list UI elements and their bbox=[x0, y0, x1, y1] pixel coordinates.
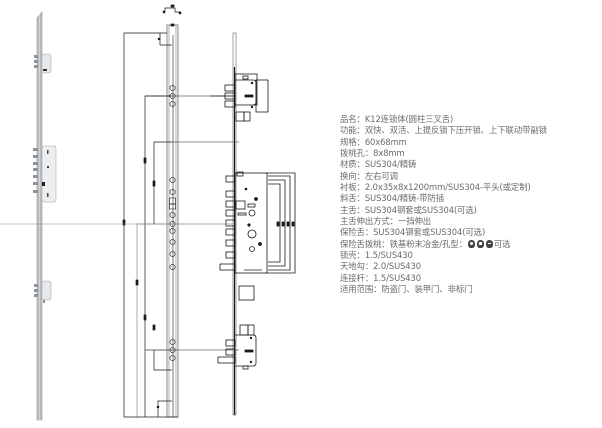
spec-row-deadbolt-cam: 保险舌拨桃：铁基粉末冶金/孔型：可选 bbox=[340, 238, 511, 249]
spec-row-handing: 换向：左右可调 bbox=[340, 170, 398, 181]
side-bottom-lock bbox=[217, 324, 257, 370]
spec-row-spindle-hole: 拨桃孔：8x8mm bbox=[340, 148, 405, 159]
faceplate-holes bbox=[169, 85, 176, 361]
spec-list: 品名：K12连锁体(圆柱三叉舌) 功能：双快、双活、上提反锁下压开锁、上下联动带… bbox=[340, 114, 547, 296]
side-view-drawing bbox=[0, 32, 296, 416]
cross-hole-icon bbox=[485, 239, 493, 248]
spec-row-name: 品名：K12连锁体(圆柱三叉舌) bbox=[340, 114, 454, 124]
spec-row-latch: 斜舌：SUS304/精铸-带防插 bbox=[340, 193, 444, 204]
spec-row-main-bolt: 主舌：SUS304钢套或SUS304(可选) bbox=[340, 204, 477, 215]
spec-row-application: 适用范围：防盗门、装甲门、非标门 bbox=[340, 284, 473, 295]
spec-row-deadbolt: 保险舌：SUS304钢套或SUS304(可选) bbox=[340, 227, 486, 238]
spec-row-rod: 连接杆：1.5/SUS430 bbox=[340, 272, 421, 283]
spec-row-case: 锁壳：1.5/SUS430 bbox=[340, 250, 413, 261]
spec-row-function: 功能：双快、双活、上提反锁下压开锁、上下联动带副锁 bbox=[340, 125, 547, 136]
spec-row-size: 规格：60x68mm bbox=[340, 136, 407, 147]
product-photo bbox=[33, 11, 57, 421]
photo-bottom-lock bbox=[34, 280, 52, 303]
round-hole-icon bbox=[467, 239, 475, 248]
spec-row-faceplate: 衬板：2.0x35x8x1200mm/SUS304-平头(或定制) bbox=[340, 182, 531, 193]
photo-top-lock bbox=[34, 53, 52, 74]
spec-row-material: 材质：SUS304/精铸 bbox=[340, 159, 417, 170]
spec-row-bolt-throw: 主舌伸出方式：一挡伸出 bbox=[340, 216, 432, 227]
side-main-lock bbox=[0, 171, 296, 301]
side-top-lock bbox=[210, 73, 269, 122]
square-hole-icon bbox=[476, 239, 484, 248]
spec-row-hooks: 天地勾：2.0/SUS430 bbox=[340, 261, 421, 272]
photo-main-lock bbox=[33, 145, 57, 203]
front-view-drawing bbox=[122, 4, 239, 418]
